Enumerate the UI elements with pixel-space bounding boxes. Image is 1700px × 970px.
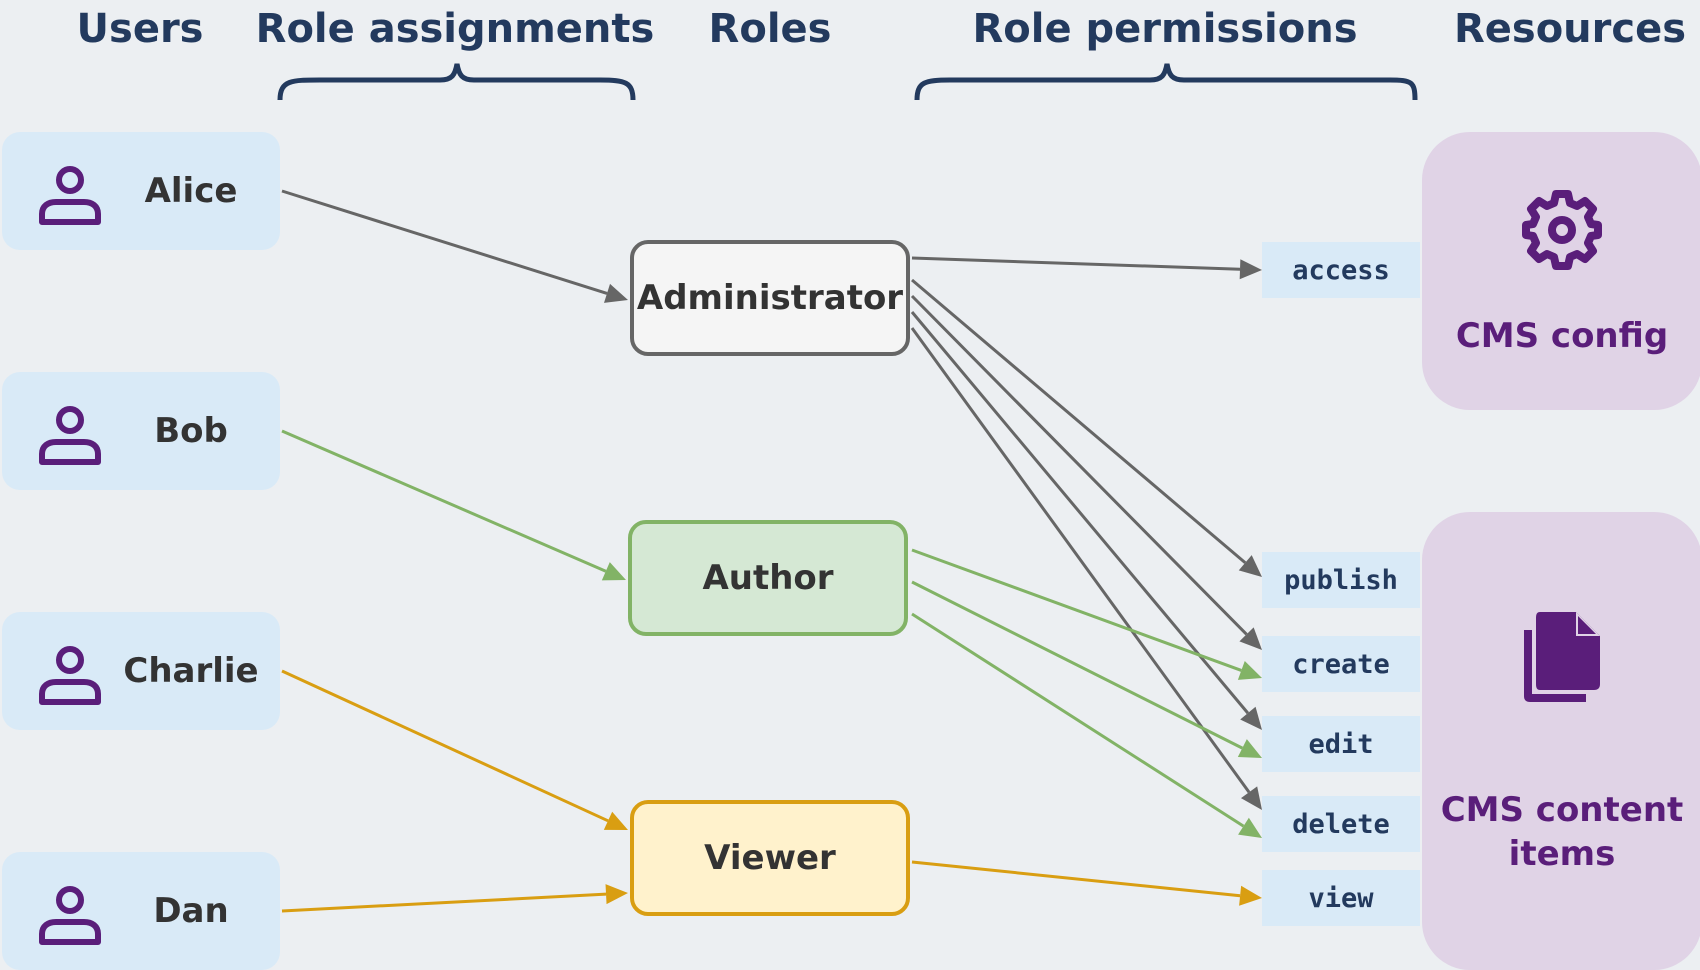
permission-edge-author-create xyxy=(911,548,1242,672)
resource-cms-content-items[interactable]: CMS content items xyxy=(1422,512,1700,970)
permission-view[interactable]: view xyxy=(1262,870,1420,926)
permission-edge-administrator-edit xyxy=(910,311,1250,715)
role-author[interactable]: Author xyxy=(628,520,908,636)
header-resources: Resources xyxy=(1453,6,1687,52)
user-name: Alice xyxy=(144,171,238,211)
assignment-dan-viewer xyxy=(281,892,607,913)
permission-delete[interactable]: delete xyxy=(1262,796,1420,852)
permission-publish[interactable]: publish xyxy=(1262,552,1420,608)
user-icon xyxy=(39,166,101,225)
header-users: Users xyxy=(76,6,204,52)
permission-edge-administrator-create-arrowhead xyxy=(1239,627,1262,650)
header-roles: Roles xyxy=(708,6,832,52)
permission-edge-author-delete-arrowhead xyxy=(1238,817,1262,838)
resource-name-line-1: CMS content xyxy=(1440,790,1684,830)
permission-edge-viewer-view-arrowhead xyxy=(1239,885,1262,906)
permission-edit[interactable]: edit xyxy=(1262,716,1420,772)
header-role-assignments: Role assignments xyxy=(255,6,655,52)
permission-edge-administrator-delete xyxy=(910,327,1251,794)
user-icon xyxy=(39,406,101,465)
permission-edge-administrator-access xyxy=(911,256,1241,271)
role-administrator[interactable]: Administrator xyxy=(630,240,910,356)
permission-edge-administrator-access-arrowhead xyxy=(1239,259,1262,280)
permission-edge-administrator-edit-arrowhead xyxy=(1240,706,1262,730)
permission-create[interactable]: create xyxy=(1262,636,1420,692)
document-copy-icon xyxy=(1524,612,1600,702)
permission-edge-viewer-view xyxy=(911,860,1241,898)
role-viewer[interactable]: Viewer xyxy=(630,800,910,916)
user-icon xyxy=(39,646,101,705)
assignment-alice-administrator xyxy=(281,189,608,295)
assignment-alice-administrator-arrowhead xyxy=(604,283,628,303)
user-bob[interactable]: Bob xyxy=(2,372,280,490)
user-name: Charlie xyxy=(123,651,259,691)
user-dan[interactable]: Dan xyxy=(2,852,280,970)
permission-edge-administrator-publish-arrowhead xyxy=(1238,555,1262,577)
assignment-bob-author xyxy=(281,429,607,573)
permission-access[interactable]: access xyxy=(1262,242,1420,298)
user-charlie[interactable]: Charlie xyxy=(2,612,280,730)
permission-edge-author-delete xyxy=(911,612,1245,828)
permission-edge-author-create-arrowhead xyxy=(1237,661,1262,680)
assignment-bob-author-arrowhead xyxy=(601,562,626,581)
role-permissions-brace xyxy=(914,63,1418,101)
user-name: Dan xyxy=(153,891,229,931)
assignment-charlie-viewer xyxy=(281,669,609,823)
user-icon xyxy=(39,886,101,945)
permission-edge-author-edit xyxy=(911,580,1244,750)
permission-edge-administrator-publish xyxy=(911,278,1247,564)
role-assignments-brace xyxy=(277,63,636,101)
gear-icon xyxy=(1522,190,1602,270)
resource-cms-config[interactable]: CMS config xyxy=(1422,132,1700,410)
resource-name-line-2: items xyxy=(1508,834,1616,874)
resource-name: CMS config xyxy=(1455,316,1669,356)
user-name: Bob xyxy=(154,411,228,451)
permission-edge-administrator-delete-arrowhead xyxy=(1240,786,1262,810)
permission-edge-administrator-create xyxy=(910,294,1248,636)
assignment-charlie-viewer-arrowhead xyxy=(603,811,628,830)
user-alice[interactable]: Alice xyxy=(2,132,280,250)
permission-edge-author-edit-arrowhead xyxy=(1237,739,1262,758)
assignment-dan-viewer-arrowhead xyxy=(605,884,628,905)
header-role-permissions: Role permissions xyxy=(972,6,1358,52)
